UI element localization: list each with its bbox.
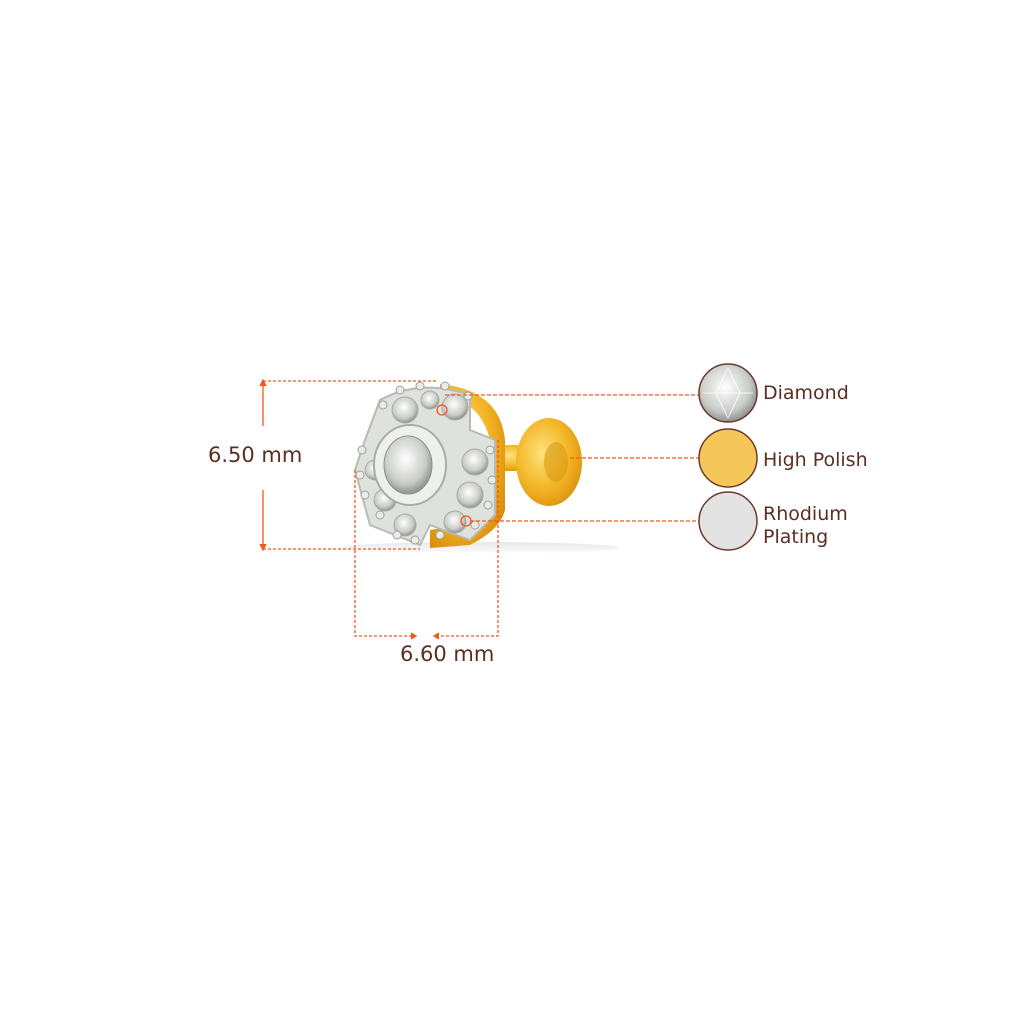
rhodium-swatch-icon [698,491,758,551]
shadow [340,542,620,554]
width-right-guide [436,440,499,637]
diamond-swatch-icon [698,363,758,423]
height-label: 6.50 mm [208,443,303,467]
legend-high-polish-label: High Polish [763,449,868,471]
legend-diamond-label: Diamond [763,382,849,404]
width-left-guide [354,470,414,637]
dimension-lines [259,378,699,640]
legend-rhodium-label: Rhodium Plating [763,503,848,548]
diamond-cluster [353,381,497,547]
gold-swatch-icon [698,428,758,488]
width-label: 6.60 mm [400,642,495,666]
earring-back [480,418,582,506]
